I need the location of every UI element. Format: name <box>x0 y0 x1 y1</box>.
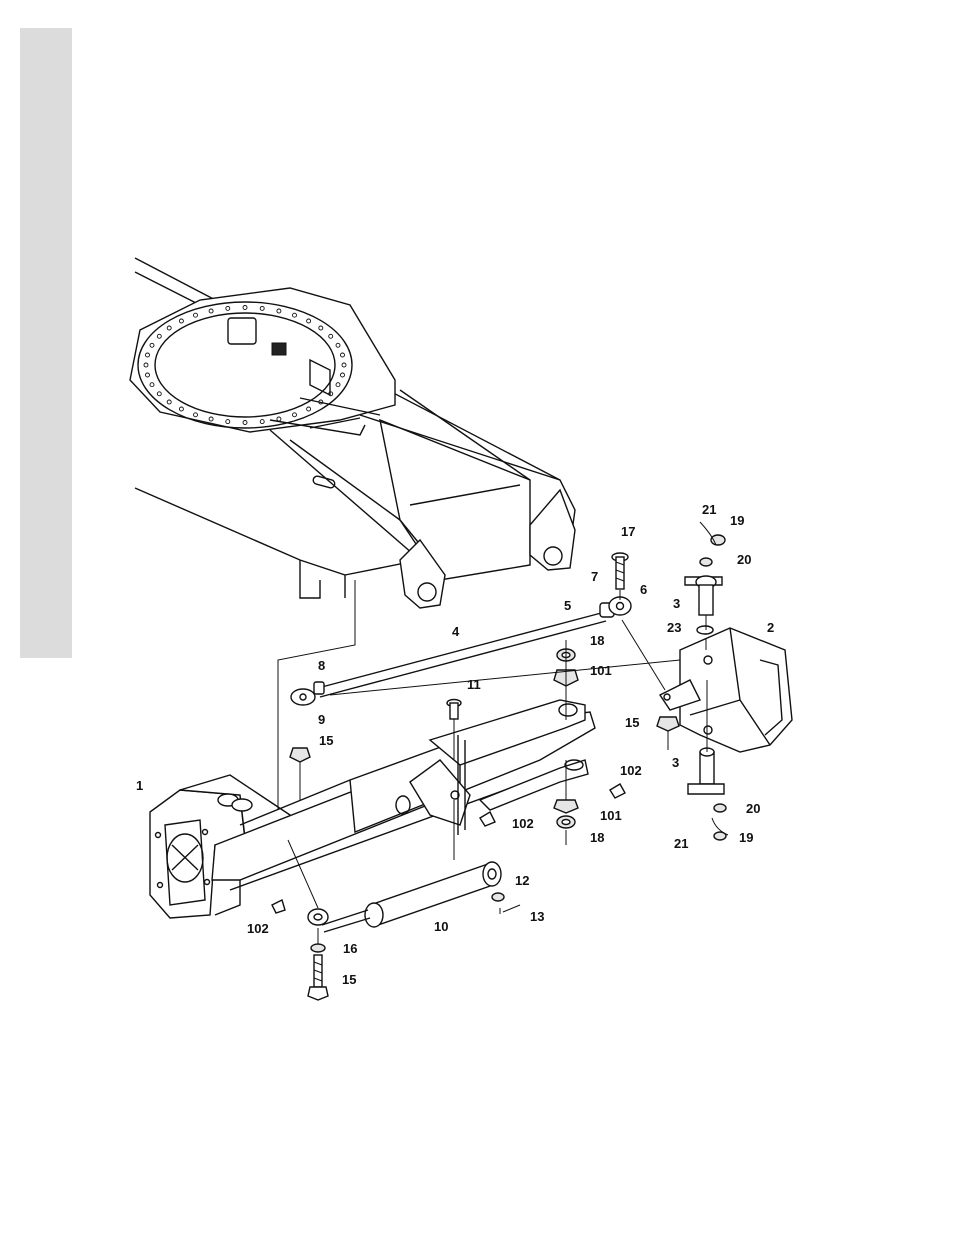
callout-102-right: 102 <box>620 763 642 778</box>
callout-16: 16 <box>343 941 357 956</box>
ring-bolt-hole <box>209 309 213 313</box>
callout-20-lower: 20 <box>746 801 760 816</box>
callout-21-lower: 21 <box>674 836 688 851</box>
callout-3-upper: 3 <box>673 596 680 611</box>
tie-rod <box>291 597 631 705</box>
ring-bolt-hole <box>293 413 297 417</box>
callout-19-lower: 19 <box>739 830 753 845</box>
ring-bolt-hole <box>319 326 323 330</box>
callout-102-left: 102 <box>247 921 269 936</box>
ring-bolt-hole <box>144 363 148 367</box>
callout-17: 17 <box>621 524 635 539</box>
ring-bolt-hole <box>307 407 311 411</box>
ring-bolt-hole <box>146 353 150 357</box>
callout-11: 11 <box>467 677 481 692</box>
pivot-bracket <box>660 628 792 752</box>
callout-101-lower: 101 <box>600 808 622 823</box>
ring-bolt-hole <box>179 407 183 411</box>
ring-bolt-hole <box>150 383 154 387</box>
callout-18-lower: 18 <box>590 830 604 845</box>
callout-5: 5 <box>564 598 571 613</box>
callout-15-bottom: 15 <box>342 972 356 987</box>
ring-bolt-hole <box>329 334 333 338</box>
callout-102-center: 102 <box>512 816 534 831</box>
callout-2: 2 <box>767 620 774 635</box>
callout-8: 8 <box>318 658 325 673</box>
callout-3-lower: 3 <box>672 755 679 770</box>
callout-23: 23 <box>667 620 681 635</box>
ring-bolt-hole <box>277 417 281 421</box>
ring-bolt-hole <box>226 306 230 310</box>
ring-bolt-hole <box>226 420 230 424</box>
ring-bolt-hole <box>293 313 297 317</box>
ring-bolt-hole <box>277 309 281 313</box>
ring-bolt-hole <box>146 373 150 377</box>
ring-bolt-hole <box>167 400 171 404</box>
ring-bolt-hole <box>260 420 264 424</box>
ring-bolt-hole <box>342 363 346 367</box>
callout-13: 13 <box>530 909 544 924</box>
callout-21-upper: 21 <box>702 502 716 517</box>
chassis-frame <box>130 258 575 608</box>
callout-15-right: 15 <box>625 715 639 730</box>
callout-1: 1 <box>136 778 143 793</box>
ring-bolt-hole <box>194 413 198 417</box>
hydraulic-cylinder <box>308 862 520 1000</box>
hardware <box>272 522 728 913</box>
callout-7: 7 <box>591 569 598 584</box>
callout-18-upper: 18 <box>590 633 604 648</box>
callout-12: 12 <box>515 873 529 888</box>
ring-bolt-hole <box>157 334 161 338</box>
ring-bolt-hole <box>243 421 247 425</box>
callout-15-left: 15 <box>319 733 333 748</box>
ring-bolt-hole <box>167 326 171 330</box>
callout-20-upper: 20 <box>737 552 751 567</box>
ring-bolt-hole <box>243 306 247 310</box>
ring-bolt-hole <box>260 306 264 310</box>
ring-bolt-hole <box>209 417 213 421</box>
callout-9: 9 <box>318 712 325 727</box>
ring-bolt-hole <box>341 373 345 377</box>
ring-bolt-hole <box>150 343 154 347</box>
callout-4: 4 <box>452 624 460 639</box>
ring-bolt-hole <box>179 319 183 323</box>
ring-bolt-hole <box>336 383 340 387</box>
callout-19-upper: 19 <box>730 513 744 528</box>
ring-bolt-hole <box>157 392 161 396</box>
ring-bolt-hole <box>341 353 345 357</box>
callout-6: 6 <box>640 582 647 597</box>
ring-bolt-hole <box>307 319 311 323</box>
callout-101-upper: 101 <box>590 663 612 678</box>
ring-bolt-hole <box>336 343 340 347</box>
callout-10: 10 <box>434 919 448 934</box>
ring-bolt-hole <box>194 313 198 317</box>
